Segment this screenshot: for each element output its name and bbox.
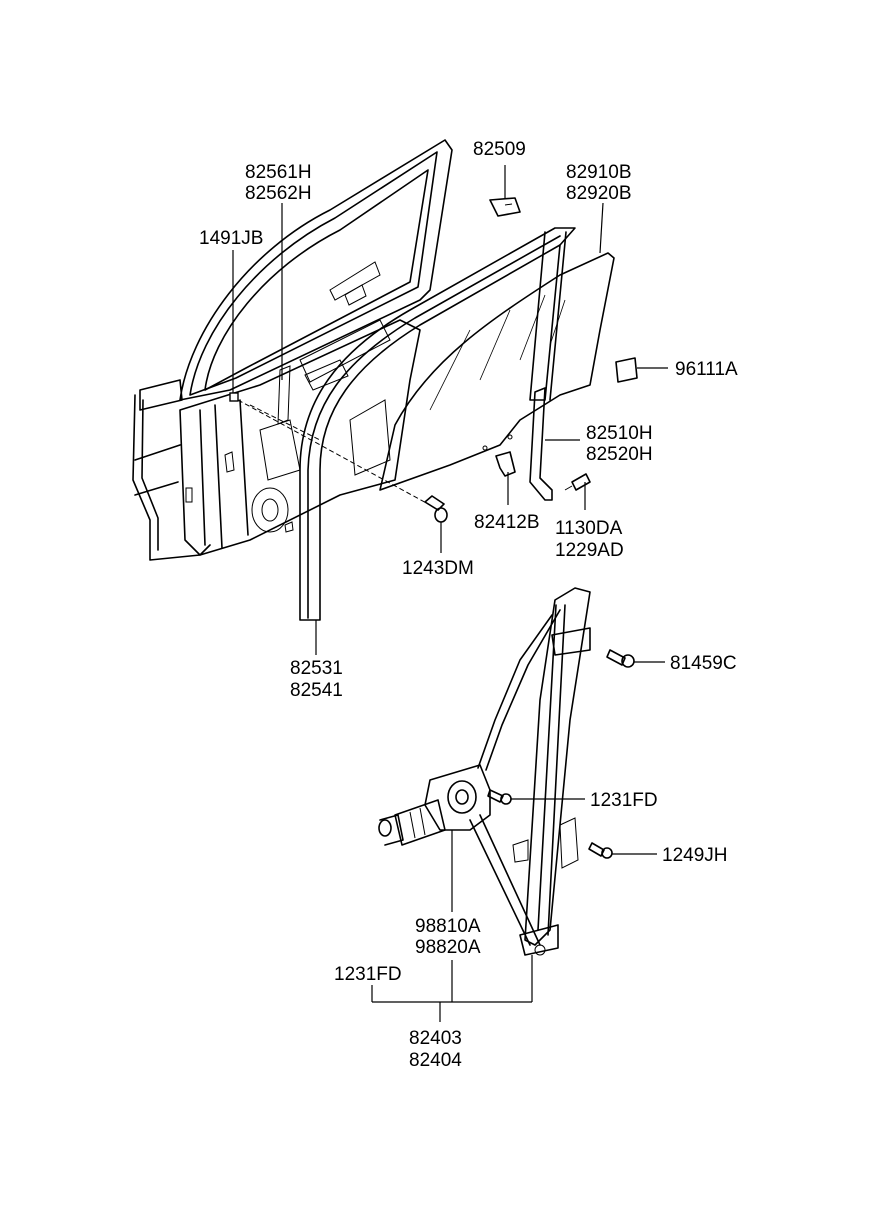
screw-1243DM (424, 495, 448, 523)
screw-1249JH (588, 842, 613, 859)
label-82404: 82404 (409, 1050, 462, 1071)
label-82510H: 82510H (586, 423, 653, 444)
label-82562H: 82562H (245, 183, 312, 204)
leader-lines (232, 165, 668, 1022)
label-82541: 82541 (290, 680, 343, 701)
label-82561H: 82561H (245, 162, 312, 183)
install-line (237, 399, 431, 506)
door-glass (379, 252, 615, 491)
clip-1491JB (229, 392, 239, 402)
label-82531: 82531 (290, 658, 343, 679)
rear-glass-channel (529, 387, 553, 501)
part-labels: 82509 82561H 82562H 82910B 82920B 1491JB… (199, 139, 738, 1071)
label-1130DA: 1130DA (555, 518, 623, 539)
label-1243DM: 1243DM (402, 558, 474, 579)
screw-1231FD (487, 789, 512, 805)
bolt-1130DA (564, 473, 591, 491)
label-96111A: 96111A (675, 359, 738, 380)
bracket-82412B (495, 451, 516, 477)
label-82520H: 82520H (586, 444, 653, 465)
label-98810A: 98810A (415, 916, 481, 937)
clip-82509 (489, 197, 521, 217)
label-1229AD: 1229AD (555, 540, 624, 561)
regulator-motor (378, 764, 491, 846)
window-regulator (469, 587, 591, 956)
label-82910B: 82910B (566, 162, 632, 183)
label-81459C: 81459C (670, 653, 737, 674)
label-82509: 82509 (473, 139, 526, 160)
label-96111A (615, 357, 638, 383)
label-1231FD-a: 1231FD (590, 790, 658, 811)
label-82403: 82403 (409, 1028, 462, 1049)
install-line-2 (249, 404, 321, 441)
door-frame-weatherstrip (132, 139, 453, 561)
front-run-channel (299, 227, 576, 621)
label-98820A: 98820A (415, 937, 481, 958)
label-1491JB: 1491JB (199, 228, 263, 249)
door-inner-panel (179, 261, 421, 556)
label-1231FD-b: 1231FD (334, 964, 402, 985)
bolt-81459C (606, 649, 635, 668)
label-82920B: 82920B (566, 183, 632, 204)
label-82412B: 82412B (474, 512, 540, 533)
label-1249JH: 1249JH (662, 845, 728, 866)
